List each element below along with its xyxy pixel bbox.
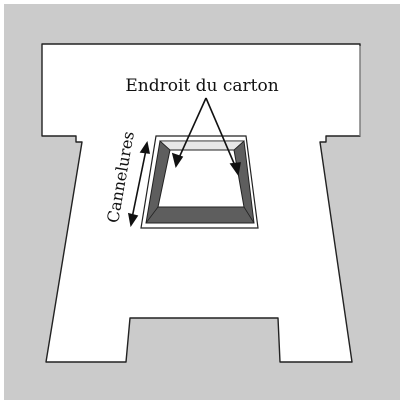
pointer-arrows: [171, 97, 241, 177]
bevel-corner-tl: [159, 140, 171, 151]
opening-bevel-top: [158, 140, 246, 151]
bevel-corner-bl: [145, 206, 159, 224]
bevel-corner-tr: [233, 140, 245, 151]
bevel-corner-br: [243, 206, 255, 224]
flutes-arrow: [127, 140, 151, 228]
label-endroit: Endroit du carton: [125, 76, 278, 96]
